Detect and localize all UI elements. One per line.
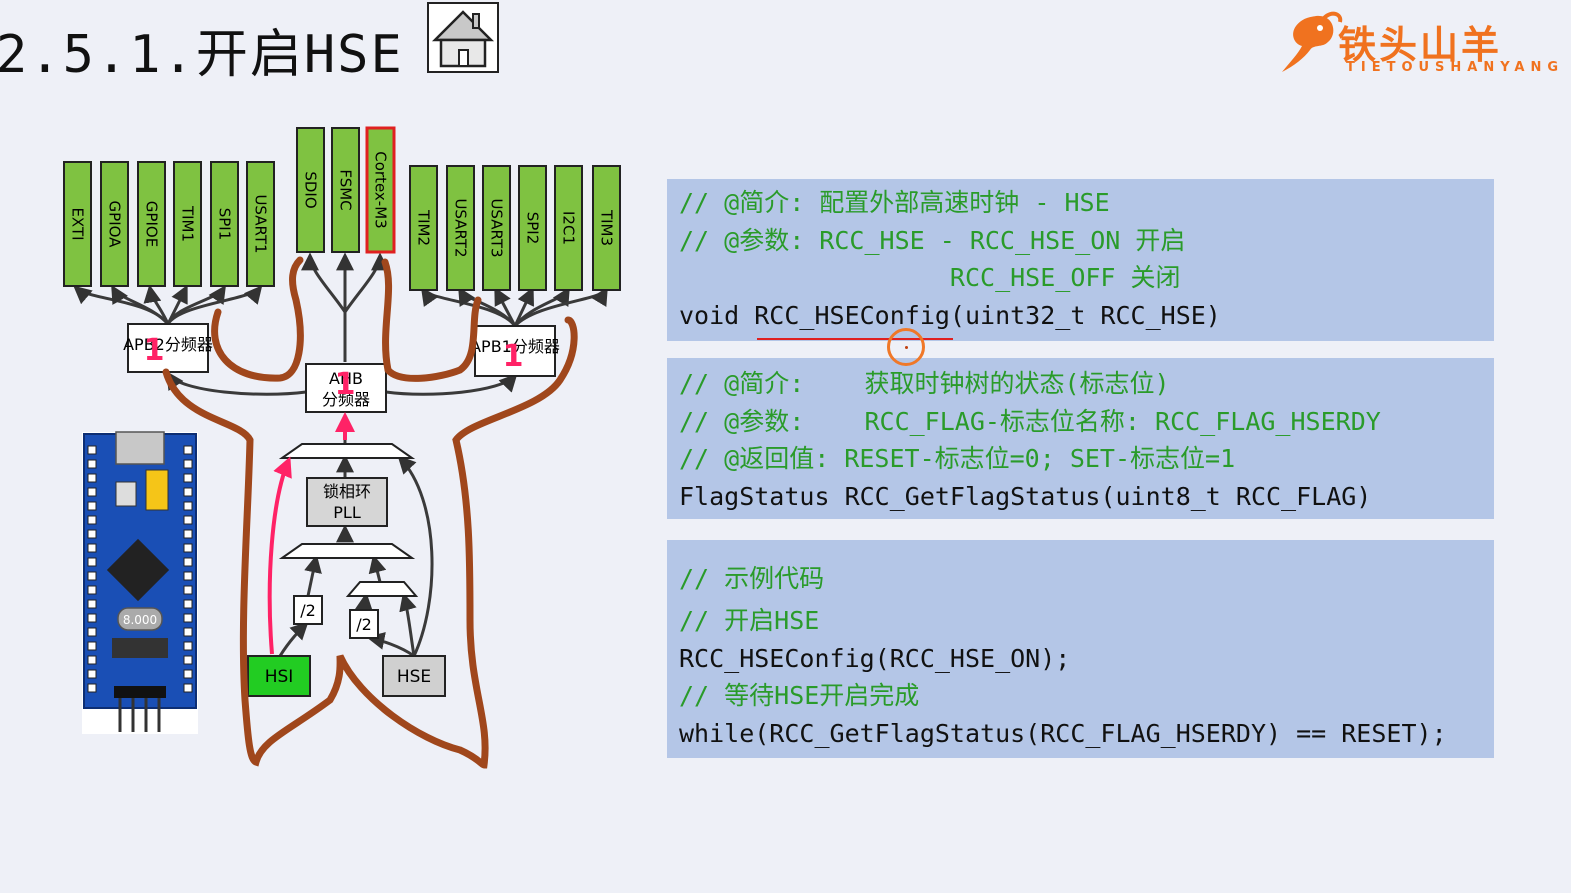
ahb-prescaler: AHB 分频器: [305, 363, 387, 413]
hsi-label: HSI: [265, 667, 294, 687]
peripheral-i2c1: I2C1: [554, 165, 583, 291]
peripheral-label: TIM2: [415, 209, 433, 246]
code-signature-line: FlagStatus RCC_GetFlagStatus(uint8_t RCC…: [679, 481, 1372, 511]
peripheral-label: USART3: [488, 198, 506, 257]
code-panel-getflagstatus: // @简介: 获取时钟树的状态(标志位) // @参数: RCC_FLAG-标…: [667, 358, 1494, 519]
peripheral-label: TIM1: [179, 205, 197, 242]
pll-label-line2: PLL: [333, 503, 361, 522]
pll-src-mux: [278, 543, 416, 559]
peripheral-label: SPI2: [524, 212, 542, 245]
usb-connector: [115, 431, 165, 465]
mcu-chip: [106, 538, 170, 602]
mouse-cursor-highlight: [887, 328, 925, 366]
peripheral-tim2: TIM2: [409, 165, 438, 291]
home-icon: [431, 10, 495, 68]
crystal-label: 8.000: [123, 613, 157, 627]
code-comment-line: // @参数: RCC_HSE - RCC_HSE_ON 开启: [679, 225, 1186, 255]
ahb-label-line1: AHB: [329, 369, 363, 388]
peripheral-usart1: USART1: [246, 161, 275, 287]
function-underline: [757, 338, 953, 340]
ahb-label-line2: 分频器: [322, 390, 370, 409]
code-comment-line: // @返回值: RESET-标志位=0; SET-标志位=1: [679, 444, 1236, 473]
apb2-label: APB2分频器: [123, 335, 213, 354]
hse-div2: /2: [349, 609, 379, 639]
peripheral-label: USART1: [252, 194, 270, 253]
code-comment-line: // 等待HSE开启完成: [679, 681, 920, 710]
logo-subtitle: TIETOUSHANYANG: [1346, 60, 1565, 75]
apb2-peripherals: EXTI GPIOA GPIOE TIM1 SPI1 USART1: [63, 161, 275, 287]
annotation-apb1-1: 1: [503, 339, 524, 374]
hsi-div2: /2: [293, 595, 323, 625]
peripheral-usart2: USART2: [446, 165, 475, 291]
code-statement-line: while(RCC_GetFlagStatus(RCC_FLAG_HSERDY)…: [679, 718, 1447, 748]
regulator: [112, 638, 168, 658]
crystal: [117, 607, 163, 631]
hse-oscillator: HSE: [382, 655, 446, 697]
div-label: /2: [356, 615, 372, 634]
page-title: 2.5.1.开启HSE: [0, 25, 404, 85]
peripheral-spi1: SPI1: [210, 161, 239, 287]
peripheral-fsmc: FSMC: [331, 127, 360, 253]
code-signature-line: void RCC_HSEConfig(uint32_t RCC_HSE): [679, 300, 1221, 330]
peripheral-gpioe: GPIOE: [137, 161, 166, 287]
peripheral-label: I2C1: [560, 211, 578, 245]
code-statement-line: RCC_HSEConfig(RCC_HSE_ON);: [679, 643, 1071, 673]
peripheral-label: SDIO: [302, 171, 320, 208]
blue-pill-board: 8.000: [82, 431, 198, 734]
ahb-peripherals: SDIO FSMC Cortex-M3: [296, 126, 396, 254]
pll-label-line1: 锁相环: [323, 482, 371, 501]
pll-box: 锁相环 PLL: [306, 477, 388, 527]
code-panel-example: // 示例代码 // 开启HSE RCC_HSEConfig(RCC_HSE_O…: [667, 540, 1494, 758]
apb1-peripherals: TIM2 USART2 USART3 SPI2 I2C1 TIM3: [409, 165, 621, 291]
goat-logo-icon: [1282, 11, 1343, 73]
pink-annotations: 1 1 1: [144, 333, 524, 655]
peripheral-sdio: SDIO: [296, 127, 325, 253]
peripheral-label: Cortex-M3: [372, 151, 390, 228]
code-comment-line: // @简介: 配置外部高速时钟 - HSE: [679, 188, 1110, 217]
apb2-prescaler: APB2分频器: [123, 323, 213, 373]
clock-tree-diagram: EXTI GPIOA GPIOE TIM1 SPI1 USART1 SDIO: [63, 126, 621, 769]
peripheral-label: USART2: [452, 198, 470, 257]
peripheral-cortex-m3: Cortex-M3: [365, 126, 396, 254]
sysclk-mux: [278, 443, 416, 459]
code-comment-line: // @简介: 获取时钟树的状态(标志位): [679, 369, 1170, 398]
code-comment-line: // 开启HSE: [679, 606, 820, 635]
reset-button: [115, 481, 137, 507]
peripheral-label: TIM3: [598, 209, 616, 246]
hse-label: HSE: [397, 667, 431, 687]
peripheral-label: SPI1: [216, 208, 234, 241]
peripheral-tim1: TIM1: [173, 161, 202, 287]
peripheral-usart3: USART3: [482, 165, 511, 291]
div-label: /2: [300, 601, 316, 620]
code-comment-line: // @参数: RCC_FLAG-标志位名称: RCC_FLAG_HSERDY: [679, 406, 1381, 436]
peripheral-exti: EXTI: [63, 161, 92, 287]
peripheral-spi2: SPI2: [518, 165, 547, 291]
logo-text: 铁头山羊: [1338, 23, 1503, 67]
jumper-block: [145, 469, 169, 511]
code-panel-hseconfig: // @简介: 配置外部高速时钟 - HSE // @参数: RCC_HSE -…: [667, 179, 1494, 341]
drawn-outline: [162, 256, 578, 769]
annotation-apb2-1: 1: [144, 333, 165, 368]
code-comment-line: RCC_HSE_OFF 关闭: [679, 263, 1181, 292]
hsi-oscillator: HSI: [247, 655, 311, 697]
peripheral-label: GPIOA: [106, 201, 124, 249]
apb1-label: APB1分频器: [470, 337, 560, 356]
peripheral-gpioa: GPIOA: [100, 161, 129, 287]
annotation-ahb-1: 1: [335, 367, 356, 402]
peripheral-label: GPIOE: [143, 201, 161, 247]
hsi-path-arrow: [267, 456, 292, 655]
home-button[interactable]: [427, 2, 499, 73]
peripheral-label: FSMC: [337, 169, 355, 210]
prediv-mux: [345, 581, 419, 597]
code-comment-line: // 示例代码: [679, 564, 825, 593]
peripheral-tim3: TIM3: [592, 165, 621, 291]
peripheral-label: EXTI: [69, 207, 87, 240]
brand-logo: 铁头山羊 TIETOUSHANYANG: [1276, 8, 1566, 80]
